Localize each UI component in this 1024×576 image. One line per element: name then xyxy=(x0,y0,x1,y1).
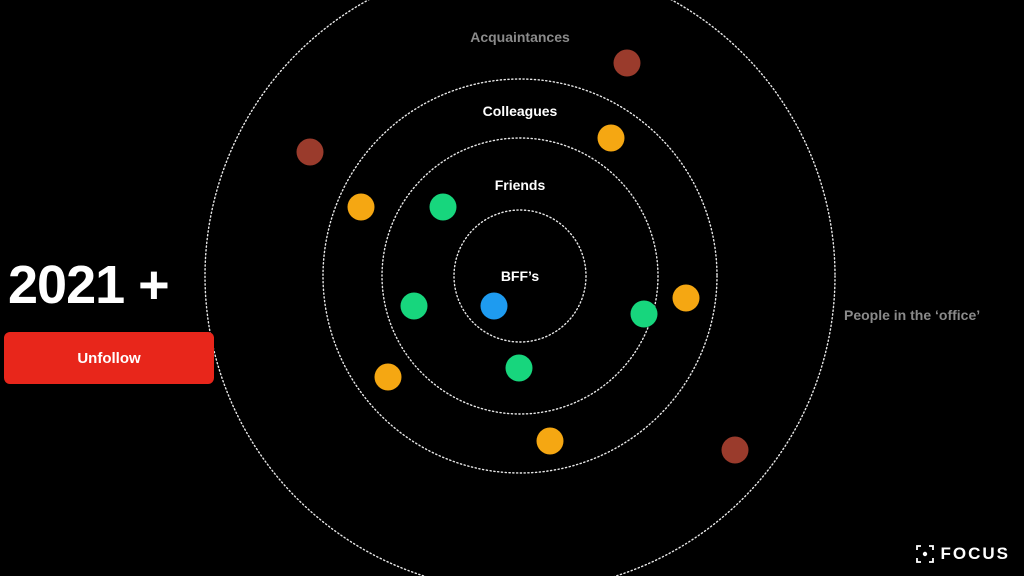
friend-dot xyxy=(505,354,533,382)
ring-3 xyxy=(204,0,836,576)
acquaintance-dot xyxy=(613,49,641,77)
focus-frame-icon xyxy=(915,545,934,563)
ring-0 xyxy=(453,209,587,343)
ring-label-1: Friends xyxy=(495,177,546,193)
acquaintance-dot xyxy=(296,138,324,166)
colleague-dot xyxy=(597,124,625,152)
colleague-dot xyxy=(536,427,564,455)
ring-1 xyxy=(381,137,659,415)
unfollow-button[interactable]: Unfollow xyxy=(4,332,214,384)
ring-2 xyxy=(322,78,718,474)
brand-logo: FOCUS xyxy=(915,544,1011,564)
bff-dot xyxy=(480,292,508,320)
friend-dot xyxy=(400,292,428,320)
ring-label-3: Acquaintances xyxy=(470,29,570,45)
colleague-dot xyxy=(672,284,700,312)
ring-label-0: BFF’s xyxy=(501,268,540,284)
ring-label-2: Colleagues xyxy=(483,103,558,119)
colleague-dot xyxy=(347,193,375,221)
colleague-dot xyxy=(374,363,402,391)
friend-dot xyxy=(429,193,457,221)
friend-dot xyxy=(630,300,658,328)
ring-labels: BFF’s Friends Colleagues Acquaintances xyxy=(470,29,570,284)
office-label: People in the ‘office’ xyxy=(844,307,980,323)
acquaintance-dot xyxy=(721,436,749,464)
brand-name: FOCUS xyxy=(940,544,1010,563)
dots-layer xyxy=(296,49,749,464)
year-heading: 2021 + xyxy=(8,255,170,315)
rings-layer xyxy=(204,0,836,576)
